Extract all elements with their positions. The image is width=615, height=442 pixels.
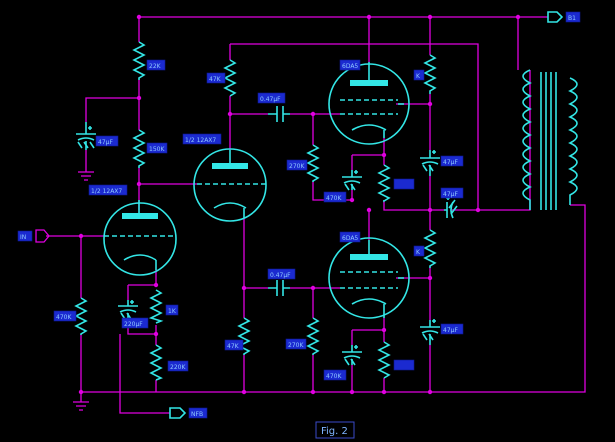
output-transformer (522, 69, 578, 210)
capacitor-coupling-lower (268, 280, 290, 296)
capacitor-coupling-upper (268, 106, 290, 122)
resistor-150k (132, 129, 146, 168)
figure-caption-text: Fig. 2 (321, 426, 348, 437)
capacitors (76, 106, 458, 366)
input-label: IN (20, 234, 26, 241)
tube-v3 (328, 62, 410, 145)
resistor-47k-upper (223, 59, 237, 97)
label-270k-lower-grid: 270K (288, 342, 304, 349)
resistor-270k-lower-cathode (377, 341, 391, 379)
label-47k-upper: 47K (209, 76, 222, 83)
capacitor-47uf-left (76, 122, 96, 150)
resistor-270k-upper-cathode (377, 164, 391, 203)
resistor-k-lower-plate (423, 229, 437, 268)
label-150k: 150K (149, 146, 165, 153)
resistor-270k-upper-grid (306, 144, 320, 182)
label-220uf: 220μF (124, 321, 143, 328)
figure-caption: Fig. 2 (315, 421, 355, 439)
label-47uf-upper-right: 47μF (443, 159, 458, 166)
resistor-22k (132, 41, 146, 80)
label-tube-v3: 6DA5 (342, 63, 358, 70)
label-coupling-upper: 0.47μF (260, 96, 281, 103)
label-22k: 22K (149, 63, 162, 70)
label-470k-grid: 470K (56, 314, 72, 321)
capacitor-lower-cathode (342, 345, 362, 366)
label-k-lower: K (416, 249, 421, 256)
resistor-220k (149, 344, 163, 381)
feedback-connector: NFB (169, 407, 208, 419)
resistor-1k (148, 289, 164, 324)
label-47k-lower: 47K (227, 343, 240, 350)
resistor-270k-lower-grid (306, 317, 320, 355)
input-connector: IN (17, 229, 50, 243)
label-470k-lower: 470K (326, 373, 342, 380)
label-470k-upper: 470K (326, 195, 342, 202)
label-tube-v4: 6DA5 (342, 235, 358, 242)
label-47uf-left: 47μF (98, 139, 113, 146)
capacitor-upper-cathode (342, 170, 362, 191)
capacitor-47uf-lower-right (420, 319, 440, 345)
tube-v2 (193, 148, 267, 222)
component-labels: 22K 150K 47μF 1/2 12AX7 1/2 12AX7 47K 0.… (53, 59, 464, 381)
label-coupling-lower: 0.47μF (270, 272, 291, 279)
label-tube-v2: 1/2 12AX7 (185, 137, 216, 144)
label-270k-upper-grid: 270K (289, 163, 305, 170)
resistor-k-upper-plate (423, 54, 437, 94)
junctions (78, 14, 521, 395)
resistor-470k-grid (74, 297, 88, 335)
output-label: B1 (568, 15, 576, 22)
label-1k: 1K (168, 308, 177, 315)
label-tube-v1: 1/2 12AX7 (91, 188, 122, 195)
label-47uf-mid: 47μF (443, 191, 458, 198)
capacitor-47uf-upper-right (420, 150, 440, 176)
output-connector: B1 (547, 11, 581, 23)
label-k-upper: K (416, 73, 421, 80)
tube-v1 (103, 200, 177, 276)
tube-v4 (328, 237, 410, 319)
capacitor-47uf-mid (444, 196, 458, 219)
label-47uf-lower-right: 47μF (443, 327, 458, 334)
label-220k: 220K (170, 364, 186, 371)
resistor-47k-lower (237, 317, 251, 355)
wiring (46, 16, 586, 414)
feedback-label: NFB (191, 411, 203, 418)
